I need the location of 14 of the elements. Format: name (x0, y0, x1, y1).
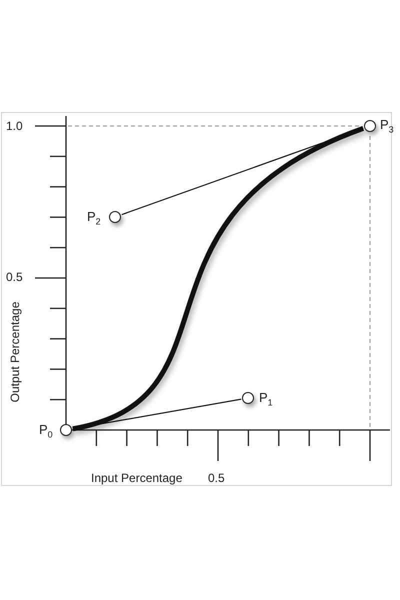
control-point (242, 392, 254, 404)
control-point (109, 211, 121, 223)
axis-title: Input Percentage (91, 471, 182, 485)
tick-label: 1.0 (6, 119, 23, 133)
point-label: P$_{2}$ (87, 209, 101, 229)
axis-title: Output Percentage (8, 302, 22, 402)
point-label: P$_{1}$ (259, 390, 273, 410)
tick-label: 0.5 (6, 270, 23, 284)
control-point (364, 120, 376, 132)
point-label: P$_{0}$ (39, 422, 53, 442)
bezier-curve (72, 126, 364, 432)
point-label: P$_{3}$ (380, 117, 394, 137)
tick-label: 0.5 (208, 471, 225, 485)
control-point (60, 424, 72, 436)
